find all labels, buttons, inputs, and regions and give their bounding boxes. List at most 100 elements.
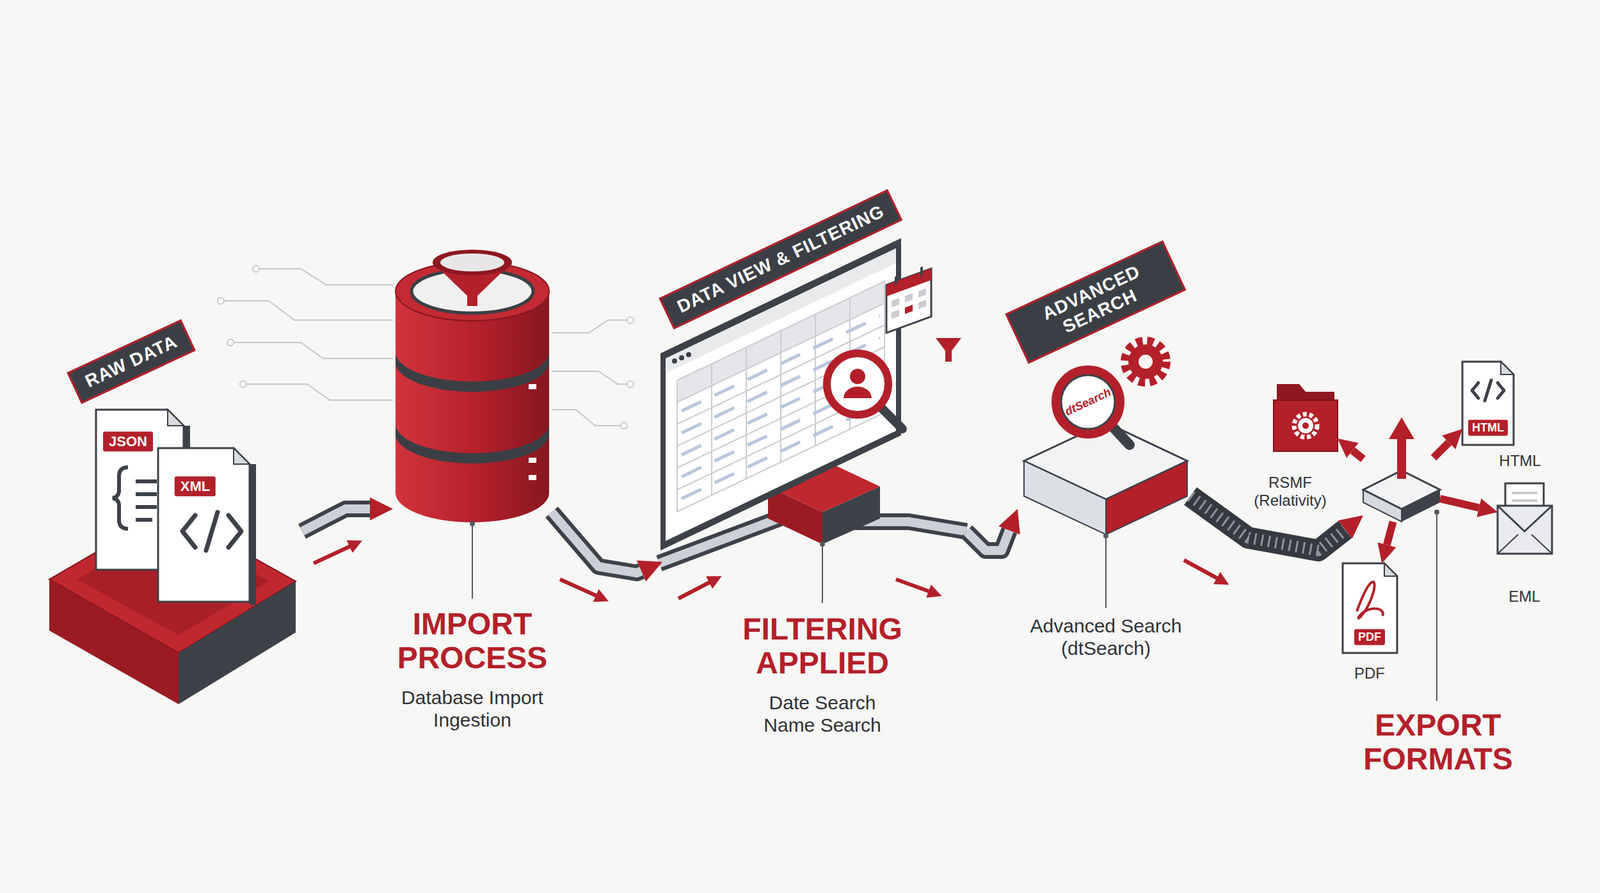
database-cylinder-art [395,249,550,523]
database-cylinder-art [395,423,550,464]
belt-body [302,508,370,532]
data-screen-art [711,363,713,495]
search-station: ADVANCED SEARCHdtSearchAdvanced Search (… [1017,243,1191,538]
flow-arrows [313,545,352,564]
eml-envelope: EML [1497,483,1552,554]
flow-arrows [896,579,932,592]
leader-dots [1103,533,1109,539]
file-tag: HTML [1468,419,1508,436]
export-arrow [1440,498,1480,508]
rsmf-folder-art [1273,384,1338,452]
flow-arrows [678,581,712,599]
person-magnifier [843,386,872,399]
leader-lines [1436,512,1438,701]
stage-banner: ADVANCED SEARCH [1004,240,1186,364]
search-magnifier [1061,375,1115,429]
screen-base-art [768,486,823,544]
pdf-file: PDFPDF [1342,563,1398,653]
arrow-shaft [1433,442,1449,458]
conveyor-belt [302,508,370,532]
pdf-file-art [1342,563,1398,653]
database-cylinder-art [395,352,550,392]
pdf-file-art [1384,563,1398,576]
xml-file-art [158,448,256,605]
belt-surface [551,512,642,573]
belt-surface [966,530,1010,551]
gear-icon [1138,354,1153,369]
belt-body [551,512,642,573]
search-station-art [1105,460,1188,535]
calendar-icon [904,304,913,314]
gear-icon [1128,344,1163,379]
data-screen-art [679,355,685,361]
person-magnifier [826,353,903,429]
export-hub-art [1388,417,1415,440]
circuit-nodes [217,297,224,304]
calendar-icon [891,309,900,319]
calendar-icon [904,293,913,303]
stage-title: IMPORT PROCESS [363,607,582,676]
rsmf-folder-art [1302,422,1309,429]
format-label: RSMF (Relativity) [1242,473,1339,509]
gear-icon [1125,341,1167,383]
database-cylinder-art [528,457,537,463]
conveyor-belt [966,530,1010,551]
circuit-nodes [627,316,634,324]
database-cylinder-art [528,384,537,390]
arrow-shaft [1386,521,1394,545]
circuit-nodes [240,380,247,388]
stage-banner: DATA VIEW & FILTERING [658,188,903,330]
circuit-nodes [620,422,628,429]
xml-file-art [182,512,242,551]
calendar-icon [918,288,927,297]
database-cylinder-art [395,291,550,523]
gear-icon [1125,341,1167,383]
circuit-nodes [627,380,634,388]
pdf-file-art [1356,581,1384,619]
eml-envelope-art [1497,505,1552,554]
circuit-lines [551,409,624,426]
data-screen-art [681,403,880,499]
search-magnifier [1056,369,1130,445]
export-hub-art [1363,417,1440,522]
rsmf-folder-art [1297,417,1314,434]
format-label: PDF [1354,664,1385,683]
xml-file-art [233,448,250,464]
file-tag: PDF [1354,629,1385,646]
calendar-icon [918,299,927,309]
html-file-art [1462,361,1514,445]
calendar-icon [920,266,923,276]
leader-dots [1434,509,1440,515]
html-file-art [1500,361,1514,375]
circuit-lines [220,300,393,320]
export-hub-art [1397,436,1407,479]
screen-base-art [822,486,880,544]
database-cylinder-art [528,474,537,480]
arrow-shaft [1440,498,1480,508]
html-file-art [1462,361,1514,445]
file-tag: XML [174,476,216,496]
data-screen-art [780,330,782,463]
arrow-shaft [1352,450,1364,459]
leader-dots [469,520,475,527]
export-hub: EXPORT FORMATS [1363,457,1440,522]
export-arrow [1433,442,1449,458]
database-cylinder-art [440,253,505,272]
database-cylinder-art [432,249,512,276]
search-logo: dtSearch [1063,385,1114,418]
circuit-lines [551,320,631,333]
data-screen-art [686,352,692,358]
data-screen-art [677,280,885,512]
stage-caption: Database Import Ingestion [376,686,569,731]
json-file-art [112,467,128,529]
search-magnifier [1111,424,1130,445]
html-file-art [1472,380,1504,401]
html-file: HTMLHTML [1462,361,1514,445]
eml-envelope-art [1497,505,1552,532]
belt-surface [302,508,370,532]
search-magnifier [1056,369,1120,434]
filter-funnel [935,337,962,362]
